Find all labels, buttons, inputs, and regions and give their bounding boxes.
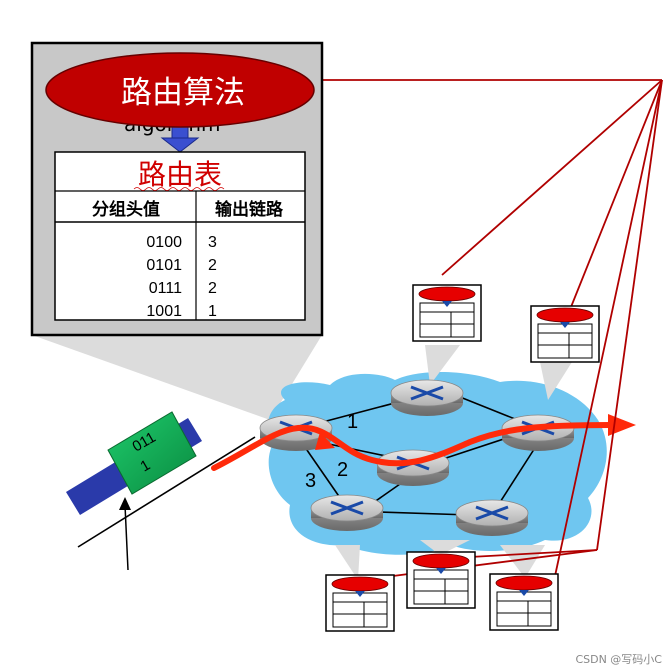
link-label-3: 3 [305, 470, 316, 492]
col-header-output-link: 输出链路 [215, 199, 284, 220]
table-stem [335, 545, 360, 580]
packet-pointer-arrow [124, 504, 129, 571]
mini-routing-table [489, 573, 559, 631]
link-label-1: 1 [347, 411, 358, 433]
title-underline-squiggle [133, 187, 225, 191]
table-cell-output-link: 2 [208, 280, 217, 297]
table-cell-output-link: 1 [208, 303, 217, 320]
link-label-2: 2 [337, 459, 348, 481]
mini-routing-table [406, 551, 476, 609]
routing-table [54, 151, 306, 321]
routing-table-rows: 0100 3 0101 2 0111 2 1001 1 [146, 234, 217, 320]
table-cell-packet-value: 0100 [146, 234, 182, 251]
table-cell-output-link: 3 [208, 234, 217, 251]
algorithm-to-table-arrowhead [160, 137, 200, 153]
table-stem [540, 362, 572, 400]
mini-routing-table [530, 305, 600, 363]
watermark: CSDN @写码小C [575, 653, 662, 666]
routing-algorithm-label: 路由算法 [121, 75, 245, 111]
route-arrow [211, 422, 613, 471]
col-header-packet-value: 分组头值 [92, 199, 160, 220]
routing-algorithm-ellipse [45, 52, 315, 128]
table-stem [425, 345, 460, 385]
zoom-cone [32, 335, 322, 420]
packet-pointer-arrowhead [119, 497, 131, 510]
mini-routing-table [325, 574, 395, 632]
table-stem [420, 540, 470, 555]
table-cell-packet-value: 0111 [149, 280, 182, 297]
routing-table-title: 路由表 [138, 158, 222, 191]
table-cell-packet-value: 0101 [146, 257, 182, 274]
route-mid-arrowhead [315, 432, 335, 450]
mini-routing-table [412, 284, 482, 342]
packet-box [107, 411, 197, 495]
route-arrowhead [608, 414, 636, 436]
router [455, 499, 529, 536]
table-cell-output-link: 2 [208, 257, 217, 274]
router [390, 379, 464, 416]
router [310, 494, 384, 531]
connector-lines [312, 79, 663, 578]
table-cell-packet-value: 1001 [146, 303, 182, 320]
input-link-line [77, 436, 256, 548]
